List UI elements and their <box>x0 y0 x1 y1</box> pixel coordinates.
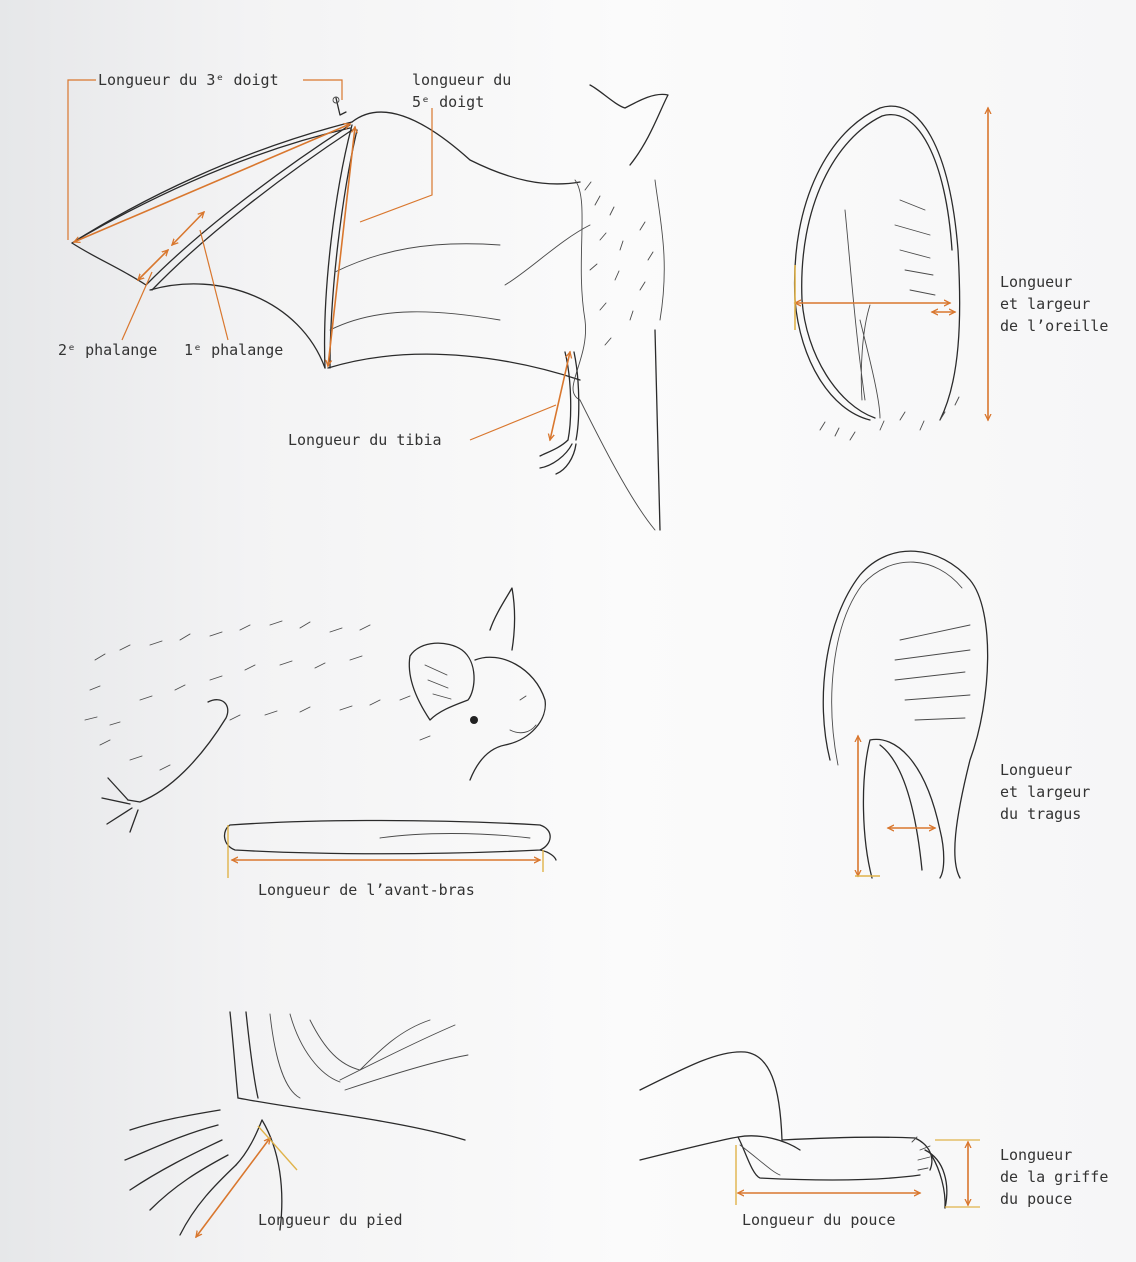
tragus-drawing <box>823 551 987 878</box>
thumb-drawing <box>640 1052 980 1208</box>
third-finger-measure <box>74 124 350 242</box>
label-thumb: Longueur du pouce <box>742 1210 896 1230</box>
tibia-measure <box>550 352 570 440</box>
phalange2-leader <box>122 272 152 340</box>
fifth-finger-measure <box>328 127 355 366</box>
label-forearm: Longueur de l’avant-bras <box>258 880 475 900</box>
bat-side-view <box>85 588 556 860</box>
tibia-leader <box>470 405 556 440</box>
label-phalange1: 1ᵉ phalange <box>184 340 283 360</box>
phalange1-measure <box>172 212 204 245</box>
phalange1-leader <box>200 230 228 340</box>
label-thumb-claw-line2: de la griffe <box>1000 1167 1108 1187</box>
third-finger-leader-left <box>68 80 96 240</box>
label-fifth-finger-line2: 5ᵉ doigt <box>412 92 484 112</box>
label-ear-line3: de l’oreille <box>1000 316 1108 336</box>
fifth-finger-leader <box>360 108 432 222</box>
label-ear-line2: et largeur <box>1000 294 1090 314</box>
wing-measurements <box>68 80 570 440</box>
wing-drawing <box>72 85 668 530</box>
label-fifth-finger-line1: longueur du <box>412 70 511 90</box>
label-third-finger: Longueur du 3ᵉ doigt <box>98 70 279 90</box>
label-tragus-line1: Longueur <box>1000 760 1072 780</box>
label-tragus-line2: et largeur <box>1000 782 1090 802</box>
label-foot: Longueur du pied <box>258 1210 403 1230</box>
label-thumb-claw-line3: du pouce <box>1000 1189 1072 1209</box>
label-ear-line1: Longueur <box>1000 272 1072 292</box>
ear-drawing <box>795 106 988 440</box>
phalange2-measure <box>138 250 168 280</box>
foot-drawing <box>125 1012 468 1237</box>
label-tragus-line3: du tragus <box>1000 804 1081 824</box>
label-tibia: Longueur du tibia <box>288 430 442 450</box>
label-phalange2: 2ᵉ phalange <box>58 340 157 360</box>
label-thumb-claw-line1: Longueur <box>1000 1145 1072 1165</box>
